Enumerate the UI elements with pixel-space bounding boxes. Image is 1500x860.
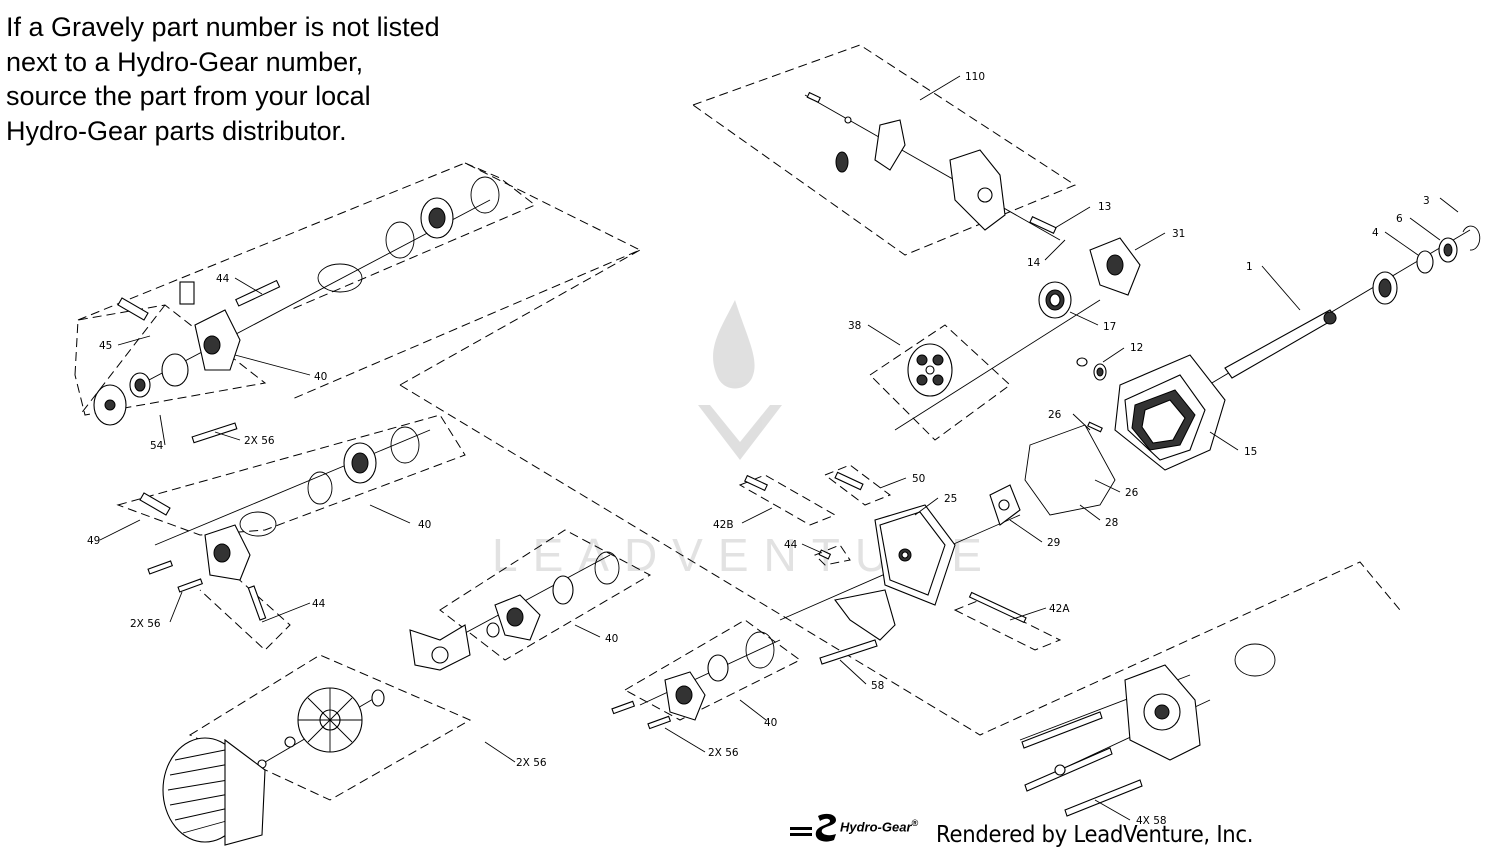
note-line: If a Gravely part number is not listed: [6, 12, 440, 42]
callout-40-middle: 40: [418, 519, 431, 531]
callout-110: 110: [965, 71, 985, 83]
callout-50: 50: [912, 473, 925, 485]
mount-bracket-icon: [834, 589, 896, 641]
callout-4x58: 4X 58: [1136, 815, 1167, 827]
note-line: next to a Hydro-Gear number,: [6, 46, 364, 77]
bolts-icon: [819, 639, 1143, 817]
callout-3: 3: [1423, 195, 1430, 207]
control-arm-110-icon: [806, 91, 1057, 234]
callout-49: 49: [87, 535, 100, 547]
brand-name-text: Hydro-Gear: [840, 819, 912, 835]
callout-12: 12: [1130, 342, 1143, 354]
callout-14: 14: [1027, 257, 1041, 269]
pins-icon: [744, 421, 1103, 624]
callout-26-upper: 26: [1048, 409, 1062, 421]
callout-45: 45: [99, 340, 112, 352]
callout-17: 17: [1103, 321, 1116, 333]
callout-44-lower: 44: [312, 598, 326, 610]
callout-42b: 42B: [713, 519, 734, 531]
callout-40-bottom: 40: [764, 717, 777, 729]
gasket-28-icon: [1024, 424, 1116, 516]
callout-2x56-upper: 2X 56: [244, 435, 275, 447]
callout-44-center: 44: [784, 539, 798, 551]
callout-15: 15: [1244, 446, 1257, 458]
callout-28: 28: [1105, 517, 1118, 529]
render-credit: Rendered by LeadVenture, Inc.: [936, 822, 1254, 848]
brand-trademark: ®: [911, 818, 919, 828]
brand-name: Hydro-Gear®: [840, 818, 918, 834]
pump-middle-icon: [139, 426, 420, 621]
callout-2x56-middle: 2X 56: [130, 618, 161, 630]
callout-42a: 42A: [1049, 603, 1070, 615]
hydro-gear-logo-icon: [790, 813, 836, 842]
callout-26-lower: 26: [1125, 487, 1139, 499]
hydro-housing-icon: [1114, 354, 1226, 471]
callout-25: 25: [944, 493, 957, 505]
callout-58: 58: [871, 680, 884, 692]
callout-1: 1: [1246, 261, 1253, 273]
callout-labels: 110 13 14 31 3 6 4 1 17 38 12 26 15 26 2…: [87, 71, 1430, 827]
bracket-31-icon: [1089, 237, 1141, 296]
seal-12-icon: [1076, 357, 1107, 381]
callout-leaders: [99, 75, 1459, 821]
pump-lower-icon: [409, 551, 620, 671]
pump-bottom-icon: [611, 631, 775, 730]
callout-2x56-fan: 2X 56: [516, 757, 547, 769]
leader-lines: [129, 94, 1471, 771]
end-cap-icon: [1124, 643, 1276, 761]
callout-44-upper: 44: [216, 273, 230, 285]
parts-source-note: If a Gravely part number is not listed n…: [6, 10, 440, 148]
callout-38: 38: [848, 320, 861, 332]
callout-13: 13: [1098, 201, 1111, 213]
callout-2x56-bottom: 2X 56: [708, 747, 739, 759]
callout-54: 54: [150, 440, 164, 452]
cooling-fan-icon: [257, 687, 385, 769]
bearing-17-icon: [1038, 281, 1072, 319]
fan-guard-icon: [162, 737, 266, 846]
callout-40-lower: 40: [605, 633, 618, 645]
watermark-logo-icon: [698, 300, 782, 460]
callout-40-upper: 40: [314, 371, 327, 383]
cylinder-block-38-icon: [907, 343, 953, 397]
plate-29-icon: [989, 484, 1021, 526]
note-line: Hydro-Gear parts distributor.: [6, 115, 347, 146]
callout-31: 31: [1172, 228, 1185, 240]
callout-4: 4: [1372, 227, 1379, 239]
pump-upper-icon: [93, 176, 500, 444]
shaft-icon: [1224, 225, 1481, 379]
callout-29: 29: [1047, 537, 1060, 549]
center-section-25-icon: [874, 504, 956, 606]
callout-6: 6: [1396, 213, 1403, 225]
note-line: source the part from your local: [6, 81, 371, 111]
